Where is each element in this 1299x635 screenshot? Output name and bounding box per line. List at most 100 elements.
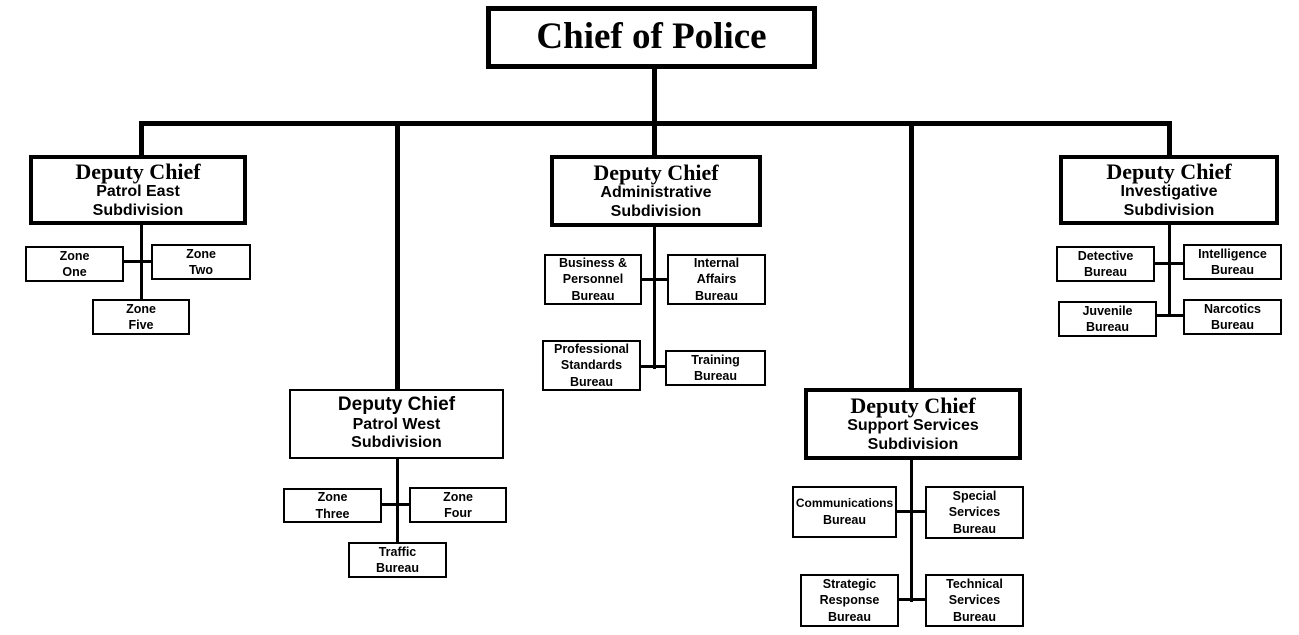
- unit-technical-services: Technical Services Bureau: [925, 574, 1024, 627]
- unit-line: Five: [128, 318, 154, 332]
- unit-line: Two: [188, 263, 214, 277]
- deputy-investigative-box: Deputy Chief Investigative Subdivision: [1059, 155, 1279, 225]
- connector-west-trunk: [396, 456, 399, 544]
- deputy-title: Deputy Chief: [337, 394, 456, 416]
- unit-intelligence: Intelligence Bureau: [1183, 244, 1282, 280]
- deputy-line1: Administrative: [600, 184, 712, 202]
- unit-zone-five: Zone Five: [92, 299, 190, 335]
- deputy-title: Deputy Chief: [593, 160, 719, 186]
- unit-internal-affairs: Internal Affairs Bureau: [667, 254, 766, 305]
- unit-line: Bureau: [822, 512, 867, 527]
- unit-business-personnel: Business & Personnel Bureau: [544, 254, 642, 305]
- deputy-line2: Subdivision: [351, 434, 442, 452]
- unit-line: Internal: [693, 256, 740, 271]
- unit-professional-standards: Professional Standards Bureau: [542, 340, 641, 391]
- unit-zone-four: Zone Four: [409, 487, 507, 523]
- deputy-line2: Subdivision: [867, 435, 959, 453]
- connector-support-row1: [895, 510, 928, 513]
- unit-traffic: Traffic Bureau: [348, 542, 447, 578]
- unit-line: Personnel: [562, 272, 624, 287]
- connector-support-row2: [895, 598, 928, 601]
- deputy-line2: Subdivision: [610, 202, 702, 220]
- unit-line: Bureau: [952, 609, 997, 624]
- unit-line: Bureau: [1210, 318, 1255, 332]
- unit-zone-one: Zone One: [25, 246, 124, 282]
- connector-admin-drop: [652, 121, 657, 158]
- unit-detective: Detective Bureau: [1056, 246, 1155, 282]
- deputy-title: Deputy Chief: [75, 159, 201, 185]
- connector-admin-row1: [640, 278, 669, 281]
- unit-line: Affairs: [696, 272, 737, 287]
- deputy-title: Deputy Chief: [850, 393, 976, 419]
- unit-line: Bureau: [571, 288, 615, 303]
- unit-communications: Communications Bureau: [792, 486, 897, 538]
- connector-west-zones: [380, 503, 411, 506]
- unit-line: Communications: [795, 496, 894, 511]
- unit-line: Intelligence: [1198, 246, 1267, 261]
- unit-line: Bureau: [952, 521, 997, 536]
- unit-line: Professional: [553, 342, 630, 357]
- unit-line: Bureau: [375, 561, 420, 575]
- unit-narcotics: Narcotics Bureau: [1183, 299, 1282, 335]
- unit-line: Bureau: [1085, 320, 1130, 334]
- unit-strategic-response: Strategic Response Bureau: [800, 574, 899, 627]
- unit-line: Narcotics: [1204, 301, 1261, 316]
- unit-line: Zone: [59, 248, 90, 263]
- unit-line: Training: [691, 352, 740, 367]
- deputy-administrative-box: Deputy Chief Administrative Subdivision: [550, 155, 762, 227]
- unit-line: Zone: [317, 490, 348, 505]
- unit-juvenile: Juvenile Bureau: [1058, 301, 1157, 337]
- chief-title: Chief of Police: [536, 16, 767, 58]
- connector-east-drop: [139, 121, 144, 158]
- unit-line: Four: [444, 506, 472, 520]
- unit-line: Standards: [560, 358, 623, 373]
- deputy-line2: Subdivision: [1123, 201, 1215, 219]
- connector-admin-trunk: [653, 224, 656, 369]
- connector-east-zones: [122, 260, 153, 263]
- unit-line: Zone: [126, 301, 156, 316]
- unit-line: Bureau: [693, 369, 738, 383]
- deputy-patrol-west-box: Deputy Chief Patrol West Subdivision: [289, 389, 504, 459]
- unit-line: Three: [315, 506, 350, 521]
- unit-line: Bureau: [569, 374, 614, 389]
- deputy-patrol-east-box: Deputy Chief Patrol East Subdivision: [29, 155, 247, 225]
- deputy-support-services-box: Deputy Chief Support Services Subdivisio…: [804, 388, 1022, 460]
- unit-line: Special: [952, 489, 997, 504]
- unit-special-services: Special Services Bureau: [925, 486, 1024, 539]
- connector-support-drop: [909, 121, 914, 391]
- unit-line: One: [62, 265, 87, 279]
- unit-line: Bureau: [694, 288, 739, 303]
- connector-invest-drop: [1167, 121, 1172, 158]
- unit-line: Business &: [558, 256, 628, 271]
- unit-line: Services: [948, 593, 1001, 608]
- deputy-title: Deputy Chief: [1106, 159, 1232, 185]
- deputy-line2: Subdivision: [92, 201, 184, 219]
- unit-line: Bureau: [1210, 263, 1255, 277]
- unit-line: Technical: [946, 577, 1003, 592]
- connector-support-trunk: [910, 457, 913, 602]
- unit-zone-three: Zone Three: [283, 488, 382, 523]
- unit-training: Training Bureau: [665, 350, 766, 386]
- unit-line: Services: [948, 505, 1001, 520]
- chief-of-police-box: Chief of Police: [486, 6, 817, 69]
- connector-invest-row2: [1155, 314, 1185, 317]
- unit-line: Zone: [443, 489, 473, 504]
- unit-line: Traffic: [378, 544, 417, 559]
- unit-line: Bureau: [827, 609, 872, 624]
- connector-invest-trunk: [1168, 222, 1171, 317]
- unit-line: Detective: [1077, 248, 1134, 263]
- connector-admin-row2: [640, 365, 666, 368]
- unit-line: Bureau: [1083, 265, 1128, 279]
- connector-invest-row1: [1153, 262, 1185, 265]
- connector-chief-down: [652, 66, 657, 125]
- unit-line: Zone: [186, 246, 216, 261]
- unit-line: Juvenile: [1082, 303, 1133, 318]
- connector-west-drop: [395, 121, 400, 391]
- deputy-line1: Patrol West: [352, 416, 441, 434]
- deputy-line1: Investigative: [1120, 183, 1218, 201]
- unit-zone-two: Zone Two: [151, 244, 251, 280]
- deputy-line1: Patrol East: [96, 183, 180, 201]
- deputy-line1: Support Services: [847, 417, 979, 435]
- unit-line: Strategic: [822, 577, 877, 592]
